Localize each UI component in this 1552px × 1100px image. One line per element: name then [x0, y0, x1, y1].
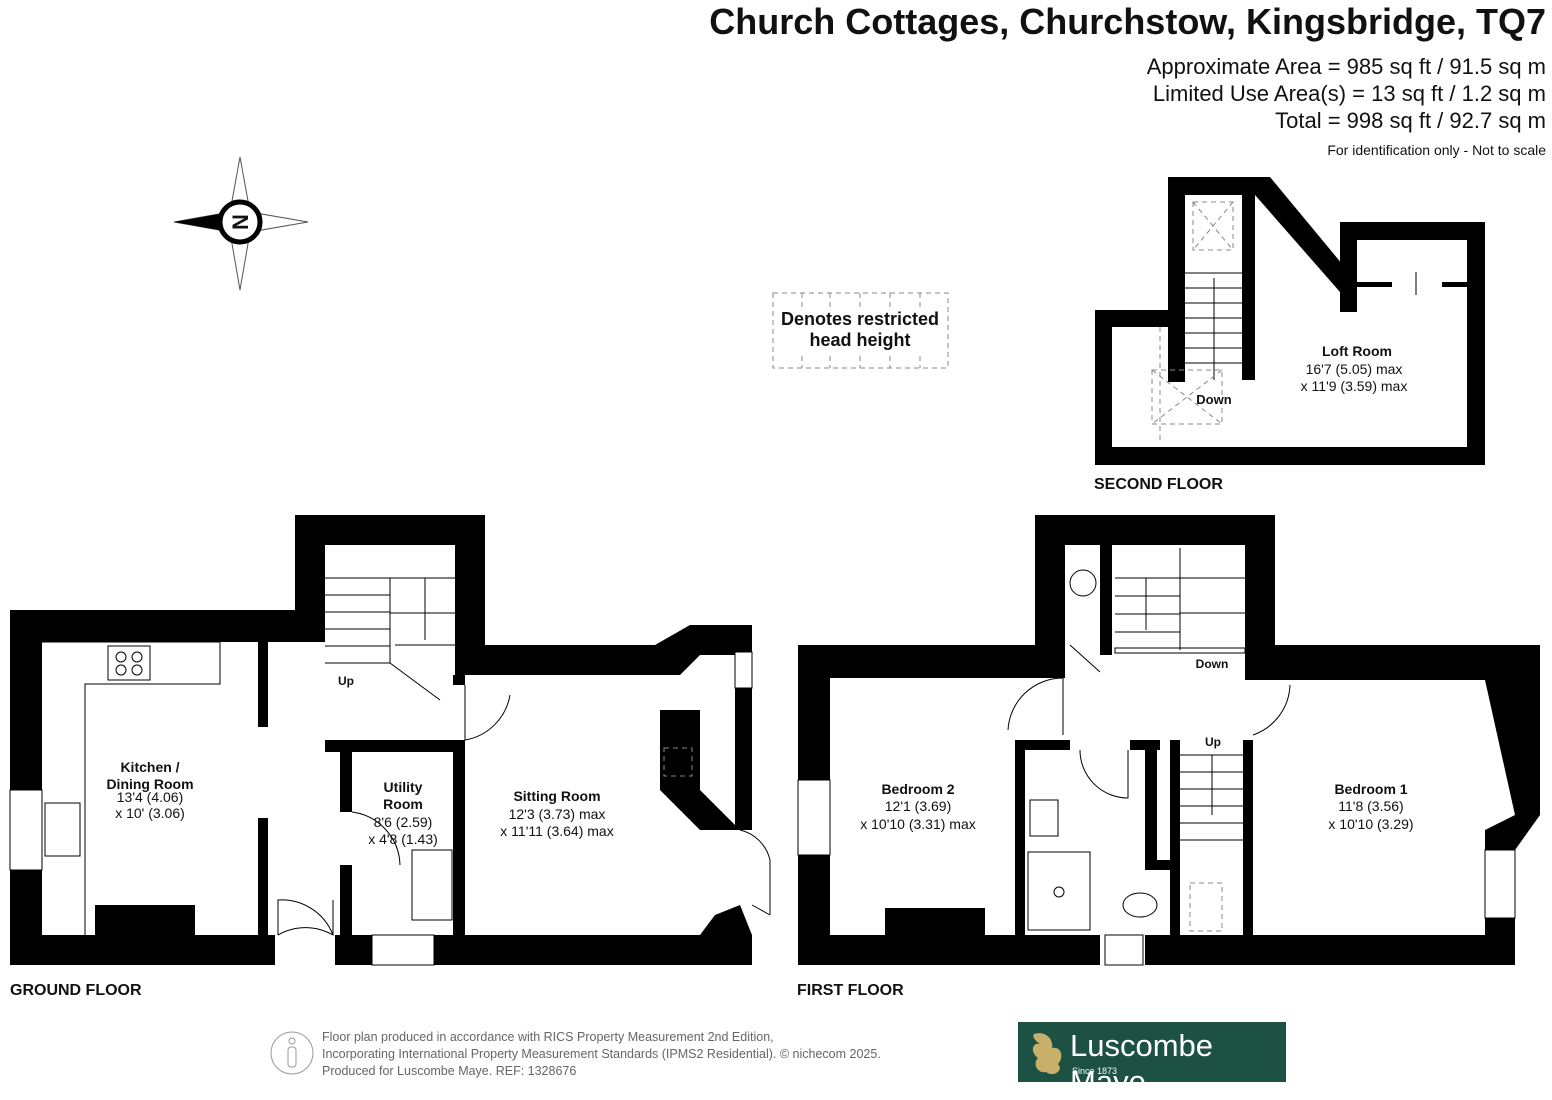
approx-area: Approximate Area = 985 sq ft / 91.5 sq m: [1147, 54, 1546, 79]
ground-floor-label: GROUND FLOOR: [10, 982, 142, 999]
stair-down-label: Down: [1196, 657, 1229, 671]
room-name: Dining Room: [106, 776, 193, 792]
room-name: Loft Room: [1322, 343, 1392, 359]
room-dimension: x 10'10 (3.31) max: [860, 816, 976, 832]
room-dimension: 12'3 (3.73) max: [509, 806, 606, 822]
footer-disclaimer: Floor plan produced in accordance with R…: [322, 1030, 881, 1078]
svg-text:N: N: [228, 214, 253, 230]
brand-logo: Luscombe Maye Since 1873: [1018, 1022, 1286, 1099]
room-name: Kitchen /: [120, 759, 179, 775]
room-name: Bedroom 1: [1334, 781, 1407, 797]
room-dimension: 16'7 (5.05) max: [1306, 361, 1403, 377]
room-dimension: 13'4 (4.06): [117, 789, 184, 805]
stair-down-label: Down: [1196, 392, 1231, 407]
first-floor-label: FIRST FLOOR: [797, 982, 904, 999]
total-area: Total = 998 sq ft / 92.7 sq m: [1275, 108, 1546, 133]
stair-up-label: Up: [338, 674, 354, 688]
room-dimension: 11'8 (3.56): [1338, 798, 1403, 814]
restricted-height-legend: Denotes restricted head height: [772, 292, 949, 369]
second-floor-plan: Down Loft Room 16'7 (5.05) max x 11'9 (3…: [1095, 177, 1485, 465]
room-dimension: x 11'9 (3.59) max: [1301, 378, 1408, 394]
room-dimension: x 10' (3.06): [115, 805, 185, 821]
property-title: Church Cottages, Churchstow, Kingsbridge…: [709, 1, 1546, 42]
room-name: Bedroom 2: [881, 781, 954, 797]
room-dimension: 12'1 (3.69): [885, 798, 952, 814]
room-name: Sitting Room: [513, 788, 600, 804]
room-name: Room: [383, 796, 423, 812]
first-floor-plan: Down Up Bedroom 2 12'1 (3.69) x 10'10 (3…: [797, 515, 1540, 966]
svg-text:Denotes restricted: Denotes restricted: [781, 309, 939, 329]
scale-note: For identification only - Not to scale: [1327, 142, 1546, 158]
room-dimension: x 11'11 (3.64) max: [500, 823, 613, 839]
ground-floor-plan: Up Kitchen / Dining Room 13'4 (4.06) x 1…: [9, 515, 771, 966]
compass-icon: N: [173, 156, 309, 291]
limited-area: Limited Use Area(s) = 13 sq ft / 1.2 sq …: [1153, 81, 1546, 106]
stair-up-label: Up: [1205, 735, 1221, 749]
oak-leaf-icon: [1032, 1033, 1062, 1075]
person-icon: [270, 1031, 314, 1075]
room-dimension: x 4'8 (1.43): [368, 831, 438, 847]
second-floor-label: SECOND FLOOR: [1094, 476, 1223, 493]
room-name: Utility: [384, 779, 423, 795]
room-dimension: x 10'10 (3.29): [1328, 816, 1413, 832]
svg-text:head height: head height: [809, 330, 910, 350]
room-dimension: 8'6 (2.59): [374, 814, 433, 830]
